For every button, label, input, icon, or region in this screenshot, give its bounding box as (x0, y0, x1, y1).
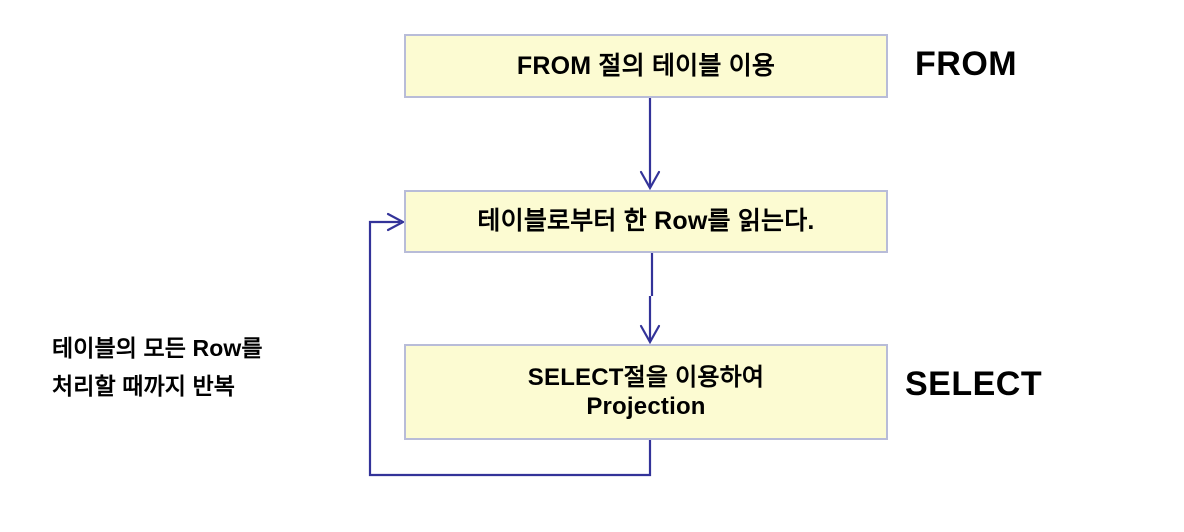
process-box-from: FROM 절의 테이블 이용 (404, 34, 888, 98)
arrow-from-to-read (639, 98, 661, 191)
process-box-read-row: 테이블로부터 한 Row를 읽는다. (404, 190, 888, 253)
arrow-read-to-select (639, 253, 661, 345)
process-box-from-label: FROM 절의 테이블 이용 (516, 51, 776, 80)
process-box-select-line1: SELECT절을 이용하여 (527, 363, 765, 391)
process-box-select-line2: Projection (586, 393, 706, 420)
loop-annotation: 테이블의 모든 Row를 처리할 때까지 반복 (52, 330, 352, 406)
process-box-select-projection: SELECT절을 이용하여 Projection (404, 344, 888, 440)
clause-label-select: SELECT (905, 365, 1043, 403)
process-box-read-row-label: 테이블로부터 한 Row를 읽는다. (477, 207, 815, 236)
loop-annotation-line2: 처리할 때까지 반복 (52, 372, 236, 399)
clause-label-from: FROM (915, 45, 1018, 83)
loop-annotation-line1: 테이블의 모든 Row를 (52, 335, 263, 361)
